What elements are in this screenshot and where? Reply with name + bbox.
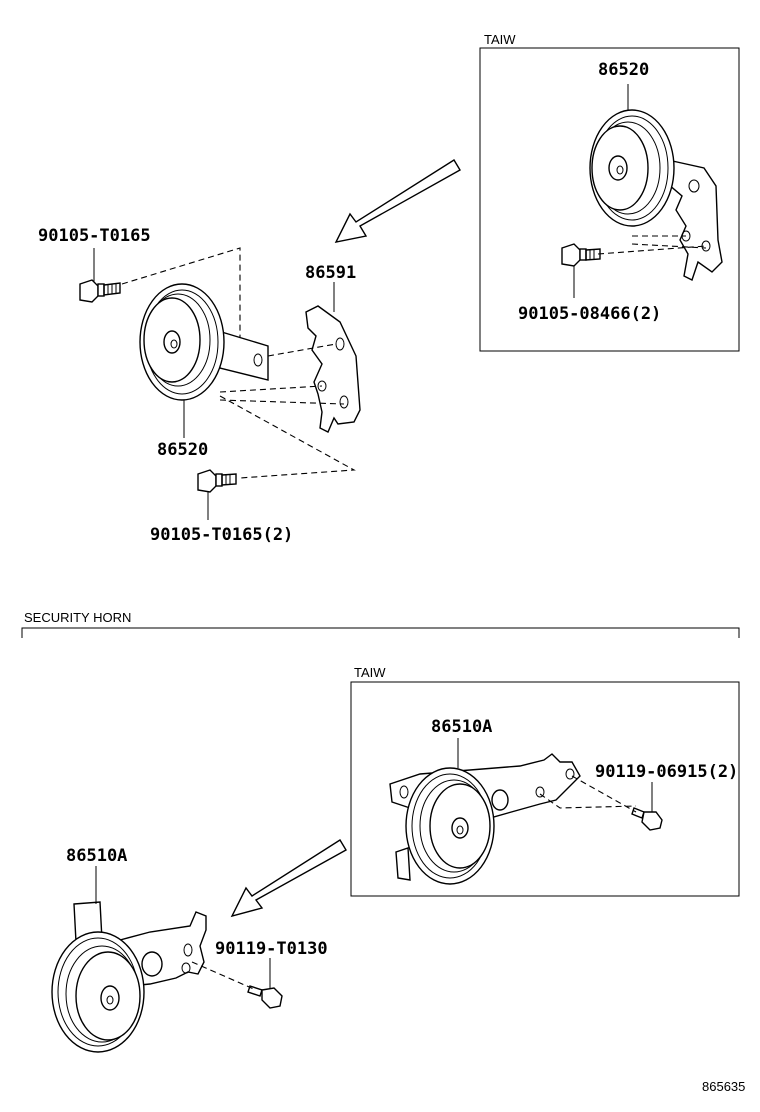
inset-bottom-bolt-label: 90119-06915(2) (595, 762, 738, 782)
inset-top-frame (479, 47, 740, 352)
bracket-86591 (305, 282, 361, 433)
direction-arrow-bottom (230, 839, 347, 918)
bracket-label: 86591 (305, 263, 356, 283)
inset-bottom-horn-label: 86510A (431, 717, 492, 737)
security-divider (21, 627, 740, 638)
inset-bottom-bolt (631, 782, 663, 831)
inset-bottom-horn (389, 738, 581, 885)
horn-86520 (139, 283, 269, 438)
horn-label: 86520 (157, 440, 208, 460)
inset-top-title: TAIW (484, 32, 516, 47)
inset-top-bolt (561, 243, 601, 298)
inset-bottom-title: TAIW (354, 665, 386, 680)
bolt-bottom-label: 90105-T0165(2) (150, 525, 293, 545)
bolt-left (79, 248, 121, 303)
top-section: 90105-T0165 86520 86591 (38, 32, 740, 545)
horn-86510a-label: 86510A (66, 846, 127, 866)
horn-86510a (51, 866, 207, 1053)
bolt-bottom (197, 469, 237, 520)
inset-top-horn (589, 84, 723, 281)
diagram-code: 865635 (702, 1079, 745, 1094)
inset-top-bolt-label: 90105-08466(2) (518, 304, 661, 324)
inset-top-horn-label: 86520 (598, 60, 649, 80)
bolt-90119-t0130 (247, 958, 283, 1009)
bolt-90119-t0130-label: 90119-T0130 (215, 939, 328, 959)
inset-bottom-frame (350, 681, 740, 897)
security-section: SECURITY HORN TAIW 86510A 90119-069 (21, 610, 740, 1053)
security-title: SECURITY HORN (24, 610, 131, 625)
direction-arrow-top (334, 159, 461, 243)
bolt-left-label: 90105-T0165 (38, 226, 151, 246)
